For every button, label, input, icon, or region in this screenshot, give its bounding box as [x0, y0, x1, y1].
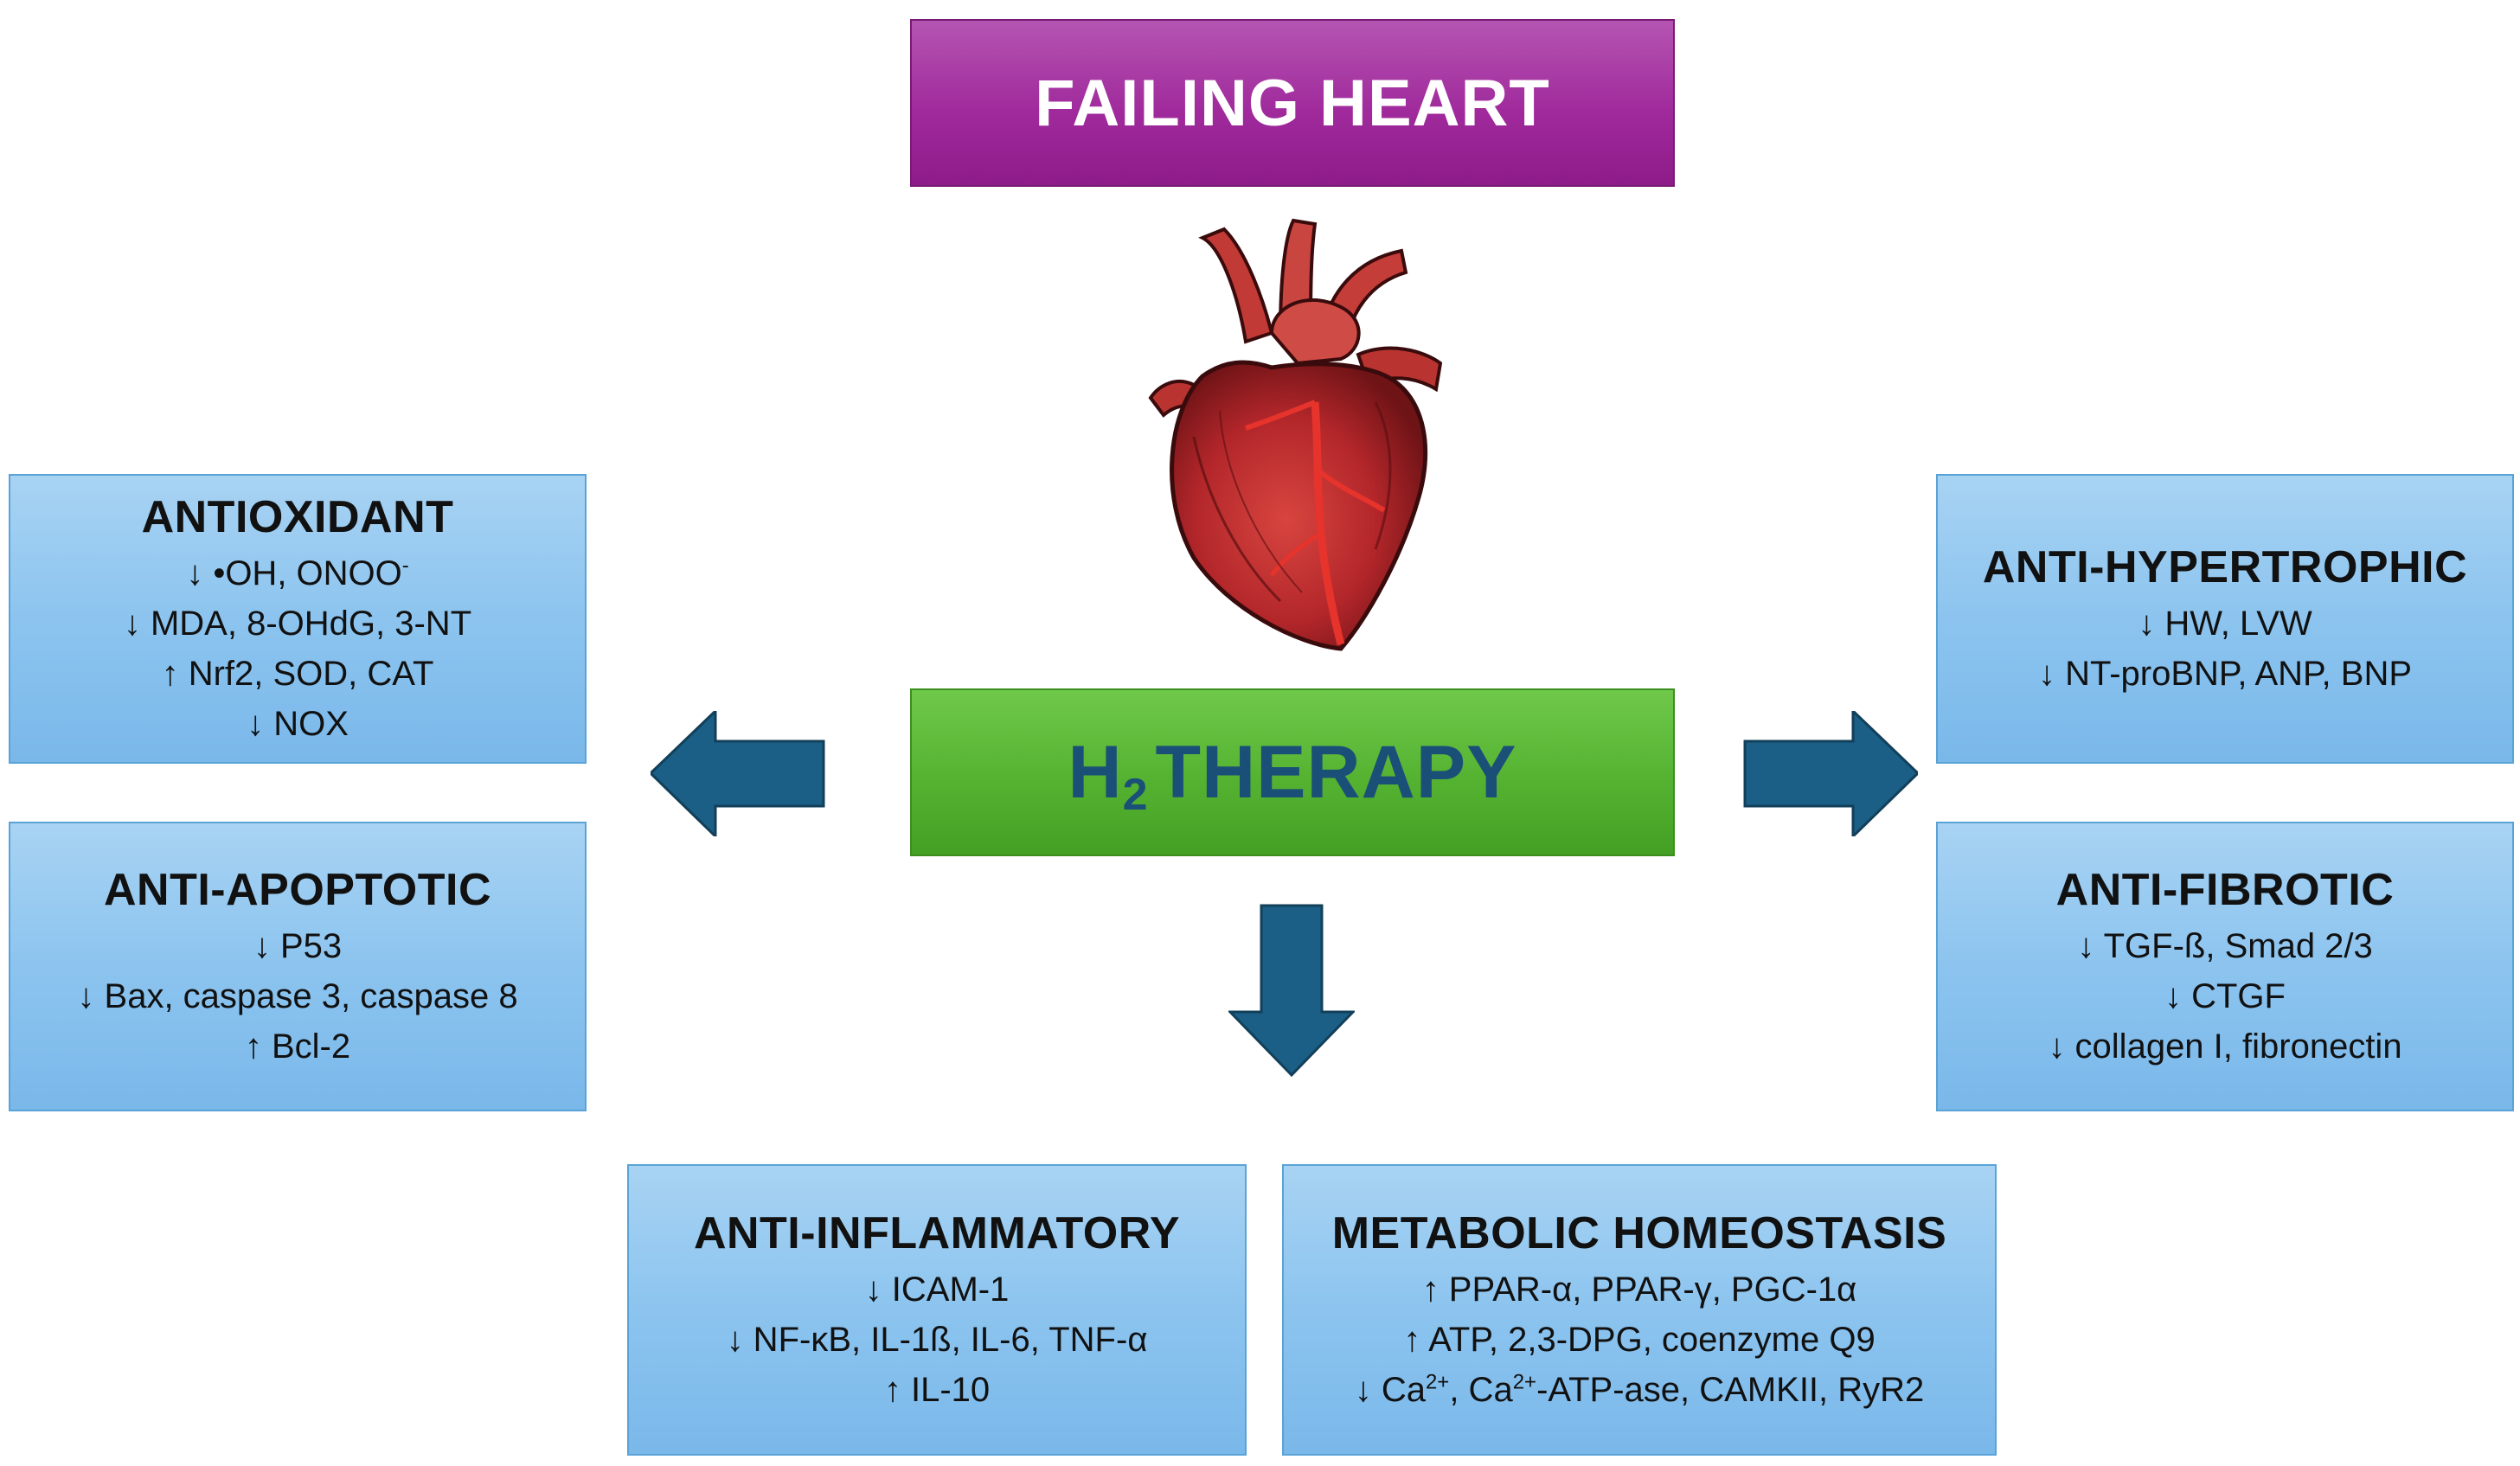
therapy-subscript: 2 — [1122, 770, 1149, 820]
antioxidant-line-2: ↓ MDA, 8-OHdG, 3-NT — [123, 604, 472, 643]
anti-apoptotic-line-2: ↓ Bax, caspase 3, caspase 8 — [77, 976, 518, 1015]
metabolic-line-3: ↓ Ca2+, Ca2+-ATP-ase, CAMKII, RyR2 — [1354, 1370, 1925, 1409]
anti-inflammatory-line-2: ↓ NF-κB, IL-1ß, IL-6, TNF-α — [726, 1320, 1148, 1359]
antioxidant-heading: ANTIOXIDANT — [141, 491, 454, 542]
title-text: FAILING HEART — [1035, 66, 1550, 140]
metabolic-line-2: ↑ ATP, 2,3-DPG, coenzyme Q9 — [1403, 1320, 1876, 1359]
anti-inflammatory-line-3: ↑ IL-10 — [883, 1370, 991, 1409]
heart-icon — [1148, 218, 1443, 651]
metabolic-homeostasis-heading: METABOLIC HOMEOSTASIS — [1331, 1207, 1947, 1258]
anti-inflammatory-heading: ANTI-INFLAMMATORY — [693, 1207, 1181, 1258]
anti-fibrotic-box: ANTI-FIBROTIC ↓ TGF-ß, Smad 2/3 ↓ CTGF ↓… — [1936, 822, 2514, 1111]
antioxidant-box: ANTIOXIDANT ↓ •OH, ONOO- ↓ MDA, 8-OHdG, … — [9, 474, 587, 764]
anti-hypertrophic-heading: ANTI-HYPERTROPHIC — [1982, 541, 2468, 592]
therapy-h: H — [1068, 730, 1123, 814]
failing-heart-title: FAILING HEART — [910, 19, 1675, 187]
anti-apoptotic-box: ANTI-APOPTOTIC ↓ P53 ↓ Bax, caspase 3, c… — [9, 822, 587, 1111]
antioxidant-line-3: ↑ Nrf2, SOD, CAT — [161, 654, 434, 693]
antioxidant-line-4: ↓ NOX — [247, 704, 349, 743]
anti-fibrotic-heading: ANTI-FIBROTIC — [2055, 864, 2395, 915]
anti-hypertrophic-line-2: ↓ NT-proBNP, ANP, BNP — [2037, 654, 2413, 693]
anti-inflammatory-line-1: ↓ ICAM-1 — [864, 1270, 1010, 1309]
anti-fibrotic-line-3: ↓ collagen I, fibronectin — [2048, 1027, 2402, 1066]
left-arrow-icon — [651, 711, 825, 836]
anti-apoptotic-line-3: ↑ Bcl-2 — [244, 1027, 351, 1066]
metabolic-homeostasis-box: METABOLIC HOMEOSTASIS ↑ PPAR-α, PPAR-γ, … — [1282, 1164, 1997, 1456]
right-arrow-icon — [1743, 711, 1918, 836]
anti-inflammatory-box: ANTI-INFLAMMATORY ↓ ICAM-1 ↓ NF-κB, IL-1… — [627, 1164, 1247, 1456]
metabolic-line-1: ↑ PPAR-α, PPAR-γ, PGC-1α — [1421, 1270, 1857, 1309]
anti-hypertrophic-box: ANTI-HYPERTROPHIC ↓ HW, LVW ↓ NT-proBNP,… — [1936, 474, 2514, 764]
anti-apoptotic-heading: ANTI-APOPTOTIC — [103, 864, 492, 915]
anti-fibrotic-line-1: ↓ TGF-ß, Smad 2/3 — [2077, 926, 2373, 965]
anti-apoptotic-line-1: ↓ P53 — [253, 926, 343, 965]
down-arrow-icon — [1228, 904, 1355, 1077]
anti-hypertrophic-line-1: ↓ HW, LVW — [2138, 604, 2312, 643]
antioxidant-line-1: ↓ •OH, ONOO- — [186, 554, 409, 592]
therapy-text: THERAPY — [1155, 730, 1517, 814]
anti-fibrotic-line-2: ↓ CTGF — [2164, 976, 2286, 1015]
